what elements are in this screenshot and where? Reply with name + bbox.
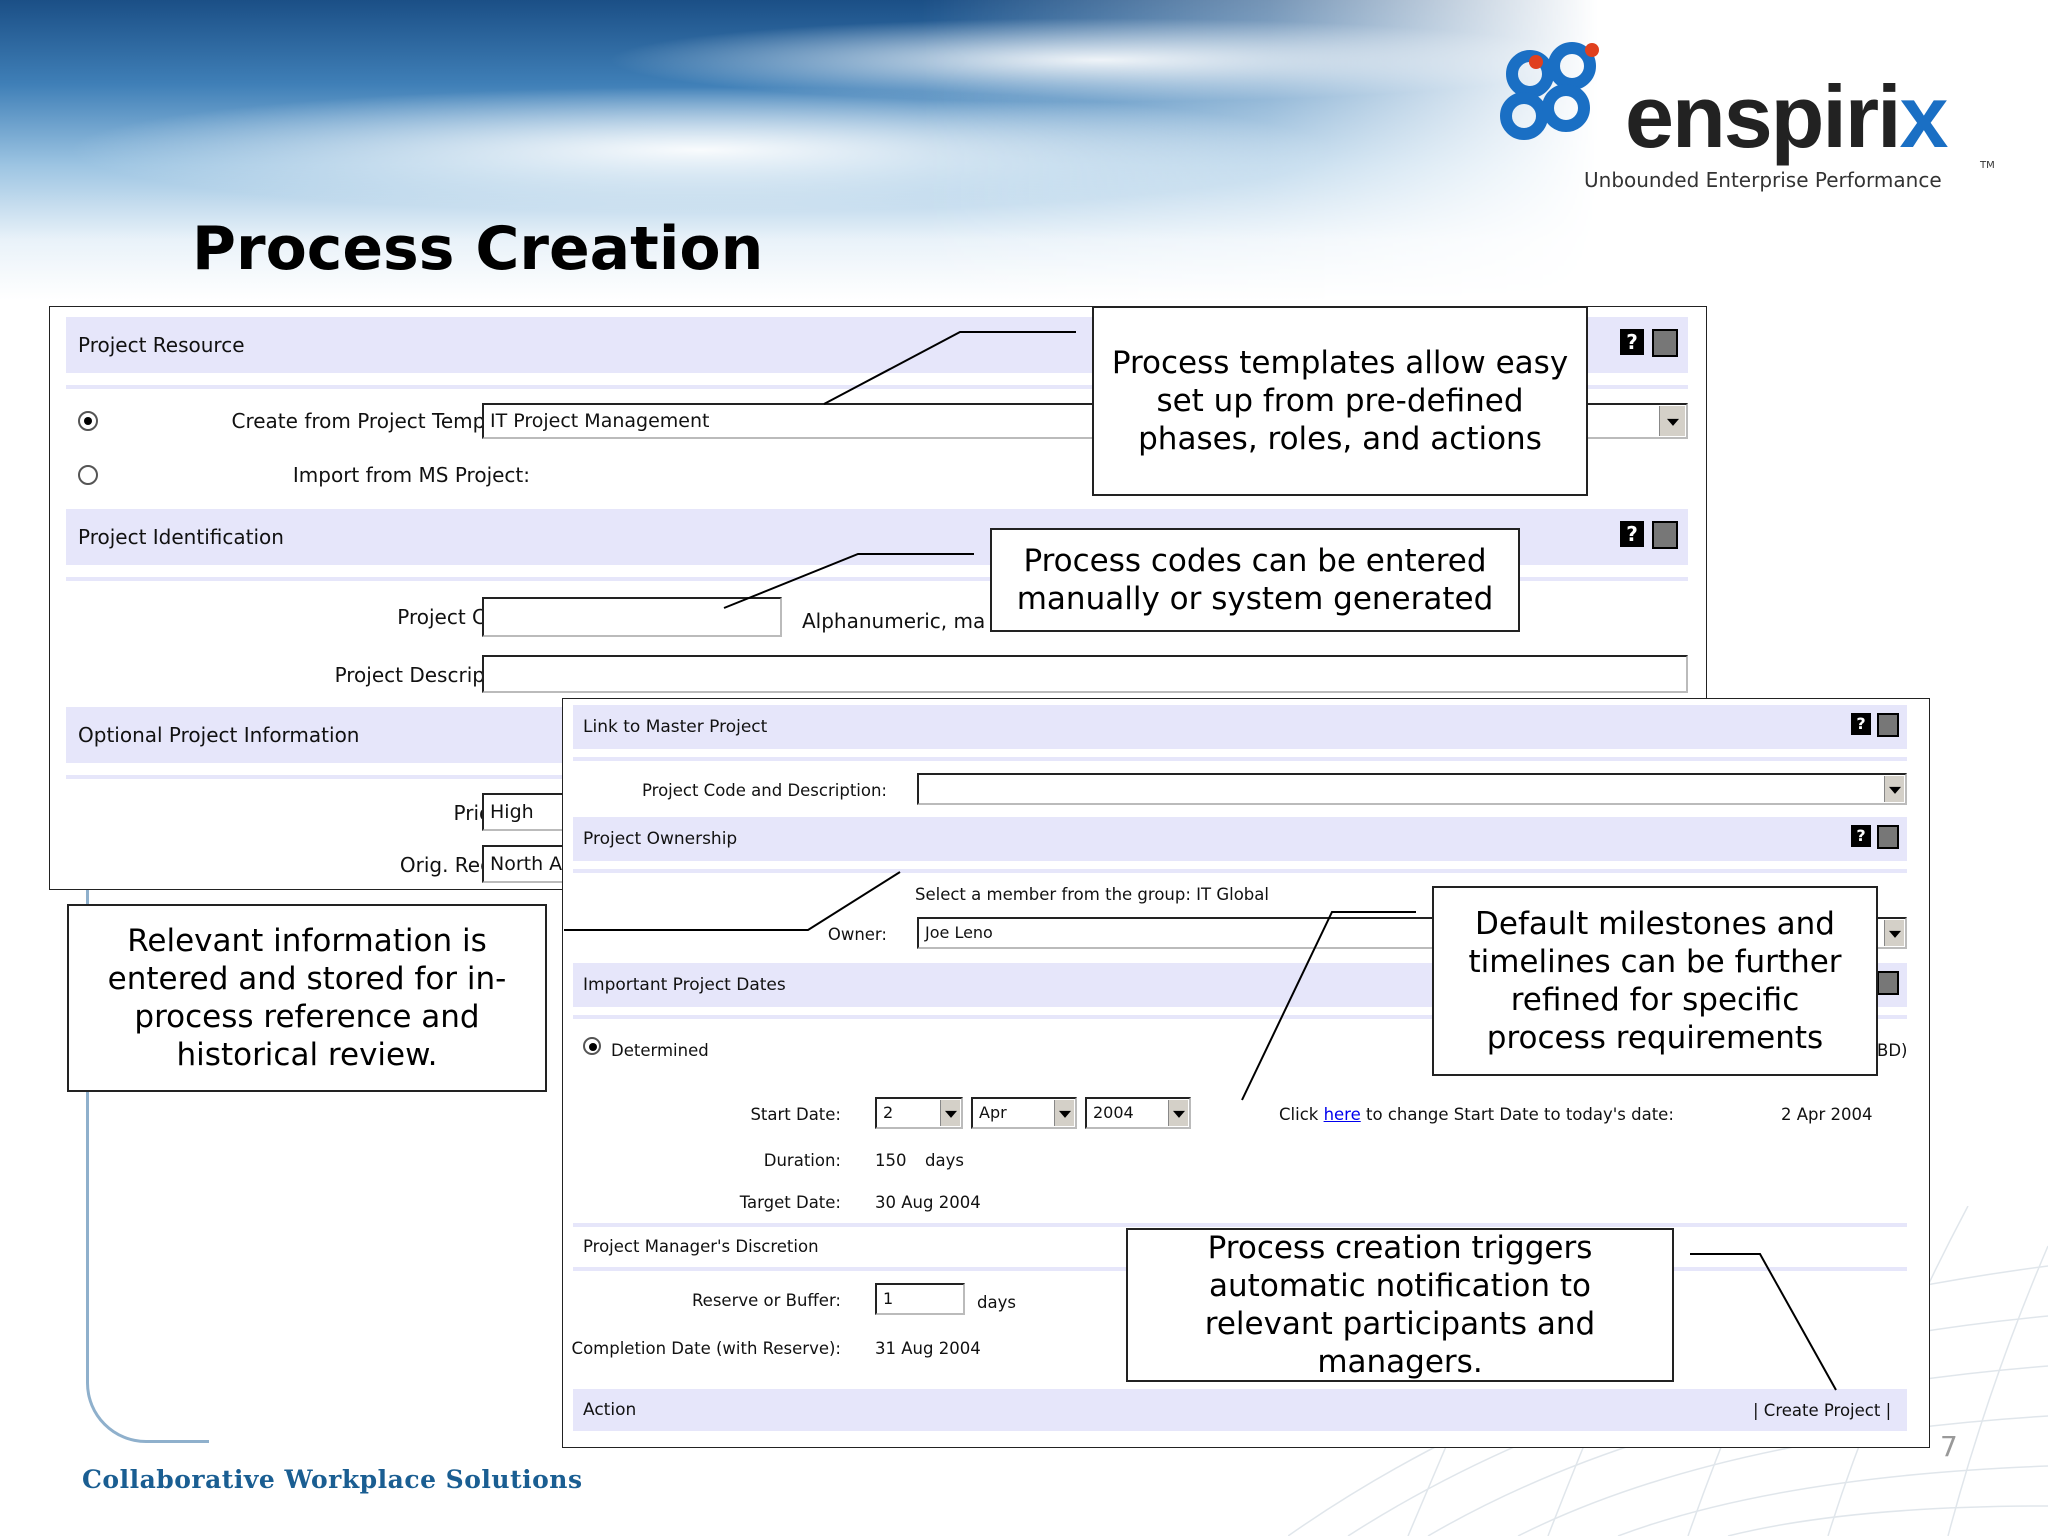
determined-radio[interactable]: [583, 1037, 601, 1055]
project-code-hint: Alphanumeric, ma: [802, 609, 986, 633]
header-swoosh-background: [0, 0, 2048, 300]
project-code-input[interactable]: [482, 597, 782, 637]
determined-label: Determined: [611, 1041, 709, 1060]
dropdown-arrow-icon: [1168, 1100, 1188, 1126]
collapse-icon[interactable]: [1877, 971, 1899, 995]
callout-codes: Process codes can be entered manually or…: [990, 528, 1520, 632]
dropdown-arrow-icon: [1054, 1100, 1074, 1126]
help-icon[interactable]: ?: [1851, 825, 1871, 847]
target-date-value: 30 Aug 2004: [875, 1193, 981, 1212]
enspirix-logo: enspirix Unbounded Enterprise Performanc…: [1500, 36, 2000, 206]
start-date-label: Start Date:: [750, 1105, 841, 1124]
duration-value: 150: [875, 1151, 907, 1170]
help-icon[interactable]: ?: [1620, 329, 1644, 355]
page-title: Process Creation: [192, 214, 764, 284]
section-divider: [573, 757, 1907, 761]
target-date-label: Target Date:: [739, 1193, 841, 1212]
callout-milestones: Default milestones and timelines can be …: [1432, 886, 1878, 1076]
dropdown-arrow-icon: [1659, 406, 1685, 436]
page-number: 7: [1940, 1430, 1958, 1463]
callout-templates: Process templates allow easy set up from…: [1092, 306, 1588, 496]
owner-label: Owner:: [827, 925, 887, 944]
duration-unit: days: [925, 1151, 964, 1170]
collapse-icon[interactable]: [1652, 521, 1678, 549]
today-date-value: 2 Apr 2004: [1781, 1105, 1873, 1124]
section-header-master-project: Link to Master Project: [573, 705, 1907, 754]
section-divider: [573, 869, 1907, 873]
start-day-select[interactable]: 2: [875, 1097, 963, 1129]
master-code-label: Project Code and Description:: [641, 781, 887, 800]
dropdown-arrow-icon: [940, 1100, 960, 1126]
tbd-fragment: BD): [1877, 1041, 1908, 1060]
help-icon[interactable]: ?: [1851, 713, 1871, 735]
reserve-unit: days: [977, 1293, 1016, 1312]
completion-value: 31 Aug 2004: [875, 1339, 981, 1358]
import-radio[interactable]: [78, 465, 98, 485]
template-label: Create from Project Template:: [231, 409, 531, 433]
master-project-select[interactable]: [917, 773, 1907, 805]
section-header-ownership: Project Ownership: [573, 817, 1907, 866]
completion-label: Completion Date (with Reserve):: [571, 1339, 841, 1358]
help-icon[interactable]: ?: [1620, 521, 1644, 547]
footer-tagline: Collaborative Workplace Solutions: [82, 1465, 583, 1494]
section-header-action: Action: [573, 1389, 1907, 1436]
today-hint: Click here to change Start Date to today…: [1279, 1105, 1674, 1124]
start-year-select[interactable]: 2004: [1085, 1097, 1191, 1129]
today-link[interactable]: here: [1323, 1105, 1361, 1124]
collapse-icon[interactable]: [1877, 713, 1899, 737]
collapse-icon[interactable]: [1877, 825, 1899, 849]
section-divider: [573, 1223, 1907, 1227]
import-label: Import from MS Project:: [292, 463, 530, 487]
section-divider: [573, 1015, 1907, 1019]
collapse-icon[interactable]: [1652, 329, 1678, 357]
logo-mark-icon: [1500, 42, 1599, 140]
decorative-curve: [86, 880, 209, 1443]
trademark-mark: TM: [1980, 160, 1995, 171]
dropdown-arrow-icon: [1884, 776, 1904, 802]
dropdown-arrow-icon: [1884, 920, 1904, 946]
reserve-label: Reserve or Buffer:: [691, 1291, 841, 1310]
logo-wordmark: enspirix: [1625, 67, 1948, 166]
duration-label: Duration:: [763, 1151, 841, 1170]
owner-group-text: Select a member from the group: IT Globa…: [915, 885, 1269, 904]
discretion-heading: Project Manager's Discretion: [583, 1237, 819, 1256]
callout-relevant-info: Relevant information is entered and stor…: [67, 904, 547, 1092]
reserve-input[interactable]: 1: [875, 1283, 965, 1315]
logo-tagline: Unbounded Enterprise Performance: [1584, 168, 1942, 192]
project-description-input[interactable]: [482, 655, 1688, 693]
create-project-button[interactable]: | Create Project |: [1753, 1401, 1892, 1420]
template-radio[interactable]: [78, 411, 98, 431]
callout-notification: Process creation triggers automatic noti…: [1126, 1228, 1674, 1382]
start-month-select[interactable]: Apr: [971, 1097, 1077, 1129]
